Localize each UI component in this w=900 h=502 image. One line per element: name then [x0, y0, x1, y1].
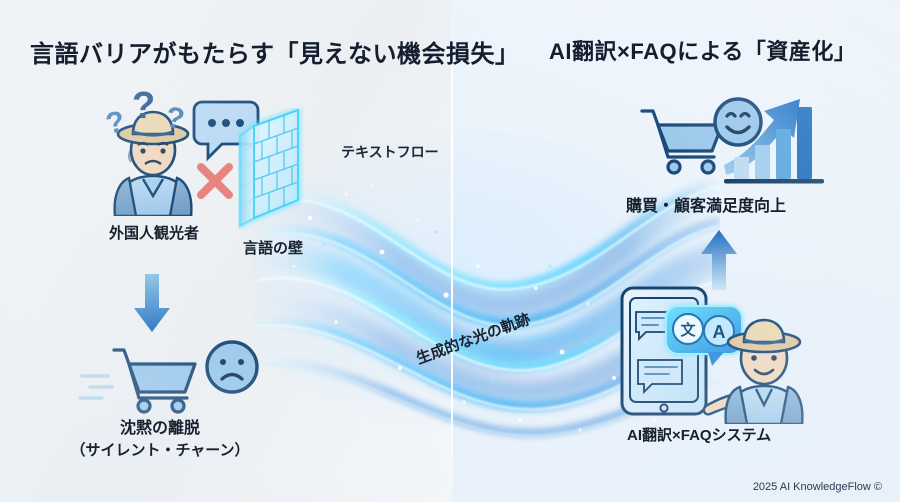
sad-face-icon: [205, 340, 259, 394]
tourist-label: 外国人観光者: [109, 225, 200, 242]
up-arrow-icon: [701, 230, 737, 290]
left-panel-title: 言語バリアがもたらす「見えない機会損失」: [30, 41, 520, 68]
shopping-cart-icon: [640, 109, 724, 175]
translate-icon: 文 A: [665, 305, 743, 366]
svg-text:?: ?: [163, 101, 187, 137]
churn-label: 沈黙の離脱 （サイレント・チャーン）: [64, 418, 256, 462]
svg-text:文: 文: [680, 321, 696, 339]
confused-tourist-icon: [113, 110, 193, 216]
glowing-brick-wall-icon: [238, 108, 300, 229]
svg-text:?: ?: [132, 88, 155, 127]
panel-divider: [451, 0, 453, 502]
purchase-label: 購買・顧客満足度向上: [626, 198, 787, 215]
question-mark-icon: ? ? ?: [104, 88, 187, 141]
happy-tourist-icon: [702, 318, 804, 424]
footer-copyright: 2025 AI KnowledgeFlow ©: [752, 481, 882, 493]
red-x-icon: [197, 163, 233, 199]
churn-label-sub: （サイレント・チャーン）: [70, 442, 250, 459]
down-arrow-icon: [134, 274, 170, 332]
right-panel-title: AI翻訳×FAQによる「資産化」: [549, 39, 857, 64]
smiley-face-icon: [713, 97, 763, 147]
textflow-label: テキストフロー: [341, 144, 439, 160]
system-label: AI翻訳×FAQシステム: [627, 427, 772, 444]
svg-text:?: ?: [104, 105, 128, 141]
churn-label-main: 沈黙の離脱: [119, 420, 200, 437]
rising-bar-chart-icon: [724, 99, 824, 184]
wall-label: 言語の壁: [243, 240, 304, 257]
sparkle-particles-icon: [292, 184, 692, 432]
svg-text:A: A: [713, 322, 726, 342]
shopping-cart-icon: [78, 348, 197, 414]
